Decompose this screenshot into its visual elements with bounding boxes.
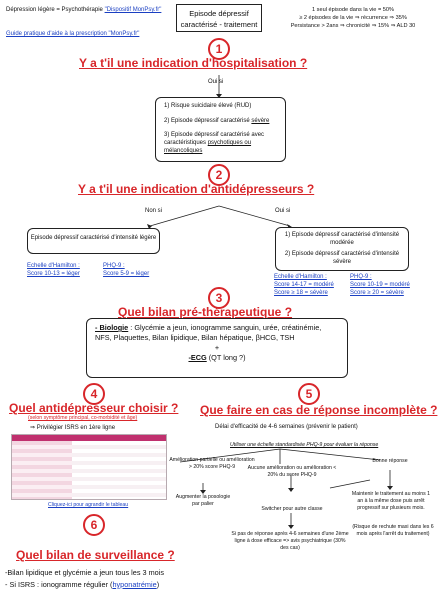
- criterion-severe-episode: 2) Episode dépressif caractérisé sévère: [164, 118, 270, 124]
- hyponatremia-link[interactable]: hyponatrémie: [112, 580, 157, 589]
- hamilton-score-moderate: Score 14-17 = modéré: [274, 282, 334, 288]
- moderate-severe-box: 1) Episode dépressif caractérisé d'inten…: [275, 227, 409, 271]
- relapse-risk-note: (Risque de rechute maxi dans les 6 mois …: [352, 524, 434, 537]
- step-number-2: 2: [208, 164, 230, 186]
- monpsy-guide-link[interactable]: Guide pratique d'aide à la prescription …: [6, 31, 140, 37]
- hamilton-score-severe: Score ≥ 18 = sévère: [274, 290, 328, 296]
- isrs-first-line: ⇒ Privilégier ISRS en 1ère ligne: [30, 425, 116, 431]
- criterion-suicide-risk: 1) Risque suicidaire élevé (RUD): [164, 103, 252, 109]
- hospitalisation-criteria-box: 1) Risque suicidaire élevé (RUD) 2) Epis…: [155, 97, 286, 162]
- psychiatric-referral: Si pas de réponse après 4-6 semaines d'u…: [231, 531, 349, 551]
- table-header-bar: [12, 435, 166, 441]
- oui-si-label-2: Oui si: [275, 208, 291, 214]
- step-number-4: 4: [83, 383, 105, 405]
- psychotherapy-note: Dépression légère = Psychothérapie "Disp…: [6, 7, 162, 13]
- table-left-column: [12, 441, 72, 499]
- hamilton-scale-link-left[interactable]: Echelle d'Hamilton :: [27, 263, 80, 269]
- question-hospitalisation: Y a t'il une indication d'hospitalisatio…: [79, 56, 308, 70]
- pretherapeutic-workup-box: - Biologie : Glycémie a jeun, ionogramme…: [86, 318, 348, 378]
- step-number-5: 5: [298, 383, 320, 405]
- table-right-column: [72, 441, 166, 499]
- step-number-6: 6: [83, 514, 105, 536]
- hamilton-score-mild: Score 10-13 = léger: [27, 271, 80, 277]
- page-title: Episode dépressif caractérisé - traiteme…: [176, 4, 262, 32]
- question-pretherapeutic: Quel bilan pré-thérapeutique ?: [118, 305, 293, 319]
- phq9-score-mild: Score 5-9 = léger: [103, 271, 150, 277]
- question-incomplete-response: Que faire en cas de réponse incomplète ?: [200, 403, 438, 417]
- monpsy-link[interactable]: "Dispositif MonPsy.fr": [104, 7, 162, 13]
- ecg-workup: -ECG (QT long ?): [188, 353, 246, 362]
- choice-subtitle: (selon symptôme principal, co-morbidité …: [28, 415, 138, 421]
- enlarge-table-link[interactable]: Cliquez-ici pour agrandir le tableau: [48, 502, 129, 508]
- increase-dose: Augmenter la posologie par palier: [175, 494, 231, 507]
- phq9-link-left[interactable]: PHQ-9 :: [103, 263, 125, 269]
- no-improvement: Aucune amélioration ou amélioration < 20…: [247, 465, 337, 478]
- antidepressant-table-thumbnail[interactable]: [11, 434, 167, 500]
- good-response: Bonne réponse: [372, 458, 408, 464]
- hamilton-scale-link-right[interactable]: Echelle d'Hamilton :: [274, 274, 327, 280]
- question-antidepressant-choice: Quel antidépresseur choisir ?: [9, 401, 179, 415]
- step-number-1: 1: [208, 38, 230, 60]
- phq9-link-right[interactable]: PHQ-9 :: [350, 274, 372, 280]
- biology-workup: - Biologie : Glycémie a jeun, ionogramme…: [95, 323, 322, 342]
- non-si-label: Non si: [145, 208, 163, 214]
- question-monitoring: Quel bilan de surveillance ?: [16, 548, 175, 562]
- switch-class: Switcher pour autre classe: [261, 506, 323, 512]
- phq9-score-severe: Score ≥ 20 = sévère: [350, 290, 404, 296]
- monitoring-ionogram: - Si ISRS : ionogramme régulier (hyponat…: [5, 580, 160, 589]
- question-antidepressants: Y a t'il une indication d'antidépresseur…: [78, 182, 315, 196]
- epidemiology-stats: 1 seul épisode dans la vie = 50% ≥ 2 épi…: [290, 7, 416, 29]
- efficacy-delay: Délai d'efficacité de 4-6 semaines (prév…: [215, 424, 358, 430]
- phq9-response-note: Utiliser une échelle standardisée PHQ-9 …: [230, 442, 379, 448]
- oui-si-label-1: Oui si: [208, 79, 224, 85]
- criterion-psychotic-features: 3) Episode dépressif caractérisé avec ca…: [164, 132, 265, 154]
- step-number-3: 3: [208, 287, 230, 309]
- partial-improvement: Amélioration partielle ou amélioration >…: [169, 457, 255, 470]
- phq9-score-moderate: Score 10-19 = modéré: [350, 282, 410, 288]
- mild-episode-box: Episode dépressif caractérisé d'intensit…: [27, 228, 160, 254]
- monitoring-lipids-glycemia: -Bilan lipidique et glycémie a jeun tous…: [5, 568, 164, 577]
- maintain-treatment: Maintenir le traitement au moins 1 an à …: [351, 491, 431, 511]
